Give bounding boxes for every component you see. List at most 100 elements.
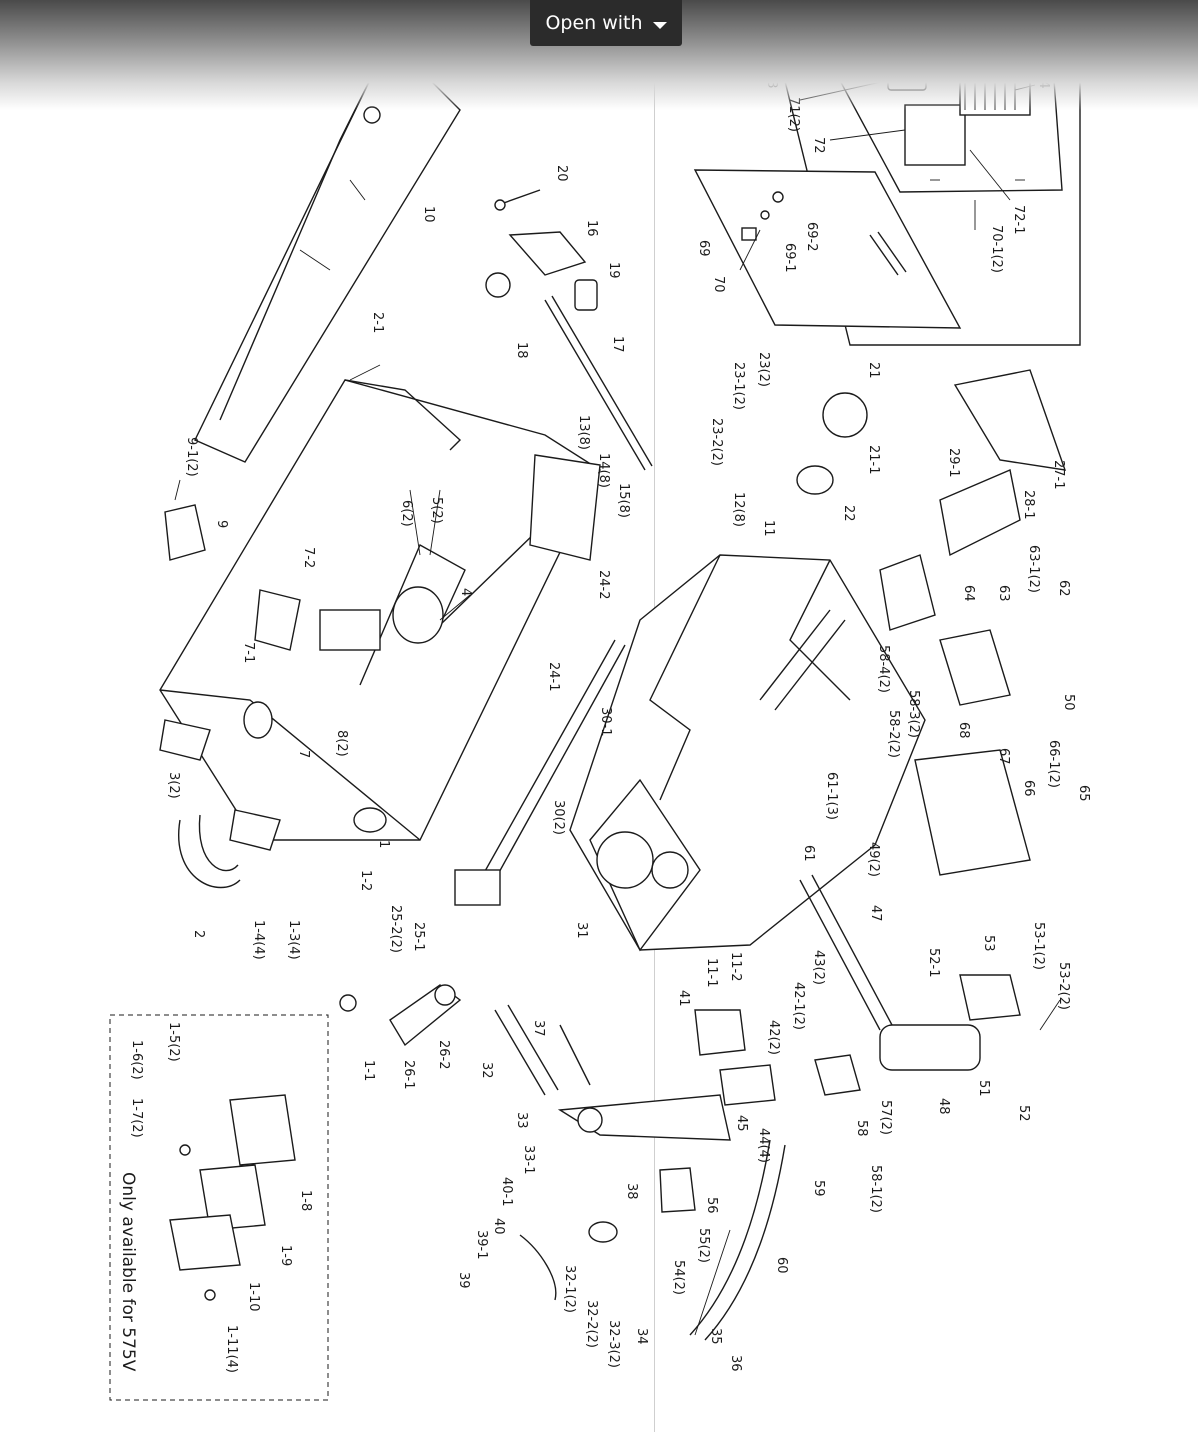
part-label: 39-1 [474,1230,489,1260]
part-label: 16 [584,220,599,237]
lower-left-parts [164,504,462,1047]
part-label: 34 [634,1328,649,1345]
part-label: 66-1(2) [1046,740,1061,788]
part-label: 69-2 [804,222,819,252]
lead-screw-part-17 [485,189,653,471]
part-label: 1-10 [246,1282,261,1312]
part-label: 66 [1021,780,1036,797]
part-label: 27-1 [1051,460,1066,490]
part-label: 26-2 [436,1040,451,1070]
part-label: 23(2) [756,352,771,387]
part-label: 57(2) [878,1100,893,1135]
part-label: 7-2 [301,547,316,568]
part-label: 1-11(4) [224,1325,239,1373]
part-label: 3(2) [166,772,181,799]
part-label: 53-1(2) [1031,922,1046,970]
part-label: 11 [761,520,776,537]
part-label: 72 [811,137,826,154]
part-label: 39 [456,1272,471,1289]
part-label: 21-1 [866,445,881,475]
part-label: 9-1(2) [184,437,199,477]
part-label: 47 [868,905,883,922]
part-label: 23-1(2) [731,362,746,410]
part-label: 32-3(2) [606,1320,621,1368]
part-label: 24-1 [546,662,561,692]
part-label: 33 [514,1112,529,1129]
part-label: 29-1 [946,448,961,478]
part-label: 5(2) [429,497,444,524]
option-575v-box [109,1014,329,1401]
part-label: 59 [811,1180,826,1197]
part-label: 25-2(2) [388,905,403,953]
part-label: 11-2 [728,952,743,982]
part-label: 23-2(2) [709,418,724,466]
part-label: 18 [514,342,529,359]
part-label: 51 [976,1080,991,1097]
part-label: 61 [801,845,816,862]
part-label: 52 [1016,1105,1031,1122]
part-label: 7-1 [241,642,256,663]
part-label: 26-1 [401,1060,416,1090]
part-label: 58-2(2) [886,710,901,758]
part-label: 60 [774,1257,789,1274]
part-label: 52-1 [926,948,941,978]
part-label: 30(2) [551,800,566,835]
open-with-label: Open with [545,12,643,34]
part-label: 40 [491,1218,506,1235]
part-label: 1-4(4) [251,920,266,960]
part-label: 55(2) [696,1228,711,1263]
part-label: 49(2) [866,842,881,877]
part-label: 70 [711,276,726,293]
part-label: 28-1 [1021,490,1036,520]
part-label: 44(4) [756,1128,771,1163]
part-label: 53 [981,935,996,952]
right-side-parts [689,369,1067,1341]
part-label: 1-3(4) [286,920,301,960]
dropdown-arrow-icon [652,21,667,29]
open-with-button[interactable]: Open with [530,0,682,46]
part-label: 42-1(2) [791,982,806,1030]
part-label: 67 [996,748,1011,765]
part-label: 1-9 [278,1245,293,1266]
lever-part-33 [494,1004,731,1301]
part-label: 1-1 [361,1060,376,1081]
part-label: 69-1 [782,243,797,273]
part-label: 62 [1056,580,1071,597]
part-label: 8(2) [334,730,349,757]
part-label: 1-2 [358,870,373,891]
part-label: 1-7(2) [129,1098,144,1138]
part-label: 32-1(2) [562,1265,577,1313]
part-label: 35 [708,1328,723,1345]
part-label: 38 [624,1183,639,1200]
part-label: 10 [421,206,436,223]
part-label: 48 [936,1098,951,1115]
part-label: 53-2(2) [1056,962,1071,1010]
part-label: 24-2 [596,570,611,600]
part-label: 41 [676,990,691,1007]
part-label: 56 [704,1197,719,1214]
part-label: 40-1 [499,1177,514,1207]
part-label: 37 [531,1020,546,1037]
part-label: 68 [956,722,971,739]
part-label: 61-1(3) [824,772,839,820]
part-label: 69 [696,240,711,257]
part-label: 43(2) [811,950,826,985]
part-label: 72-1 [1011,205,1026,235]
part-label: 31 [574,922,589,939]
part-label: 21 [866,362,881,379]
part-label: 63 [996,585,1011,602]
part-label: 15(8) [616,483,631,518]
vise-jaw-part-11 [569,554,926,952]
part-labels: 73 74 71(2) 72 72-1 70-1(2) 69-2 69-1 69… [118,72,1091,1373]
part-label: 30-1 [598,707,613,737]
part-label: 63-1(2) [1026,545,1041,593]
part-label: 64 [961,585,976,602]
base-body-part-1 [159,379,601,851]
part-label: 14(8) [596,453,611,488]
part-label: 58 [854,1120,869,1137]
part-label: 45 [734,1115,749,1132]
part-label: 32 [479,1062,494,1079]
part-label: 33-1 [521,1145,536,1175]
part-label: 42(2) [766,1020,781,1055]
